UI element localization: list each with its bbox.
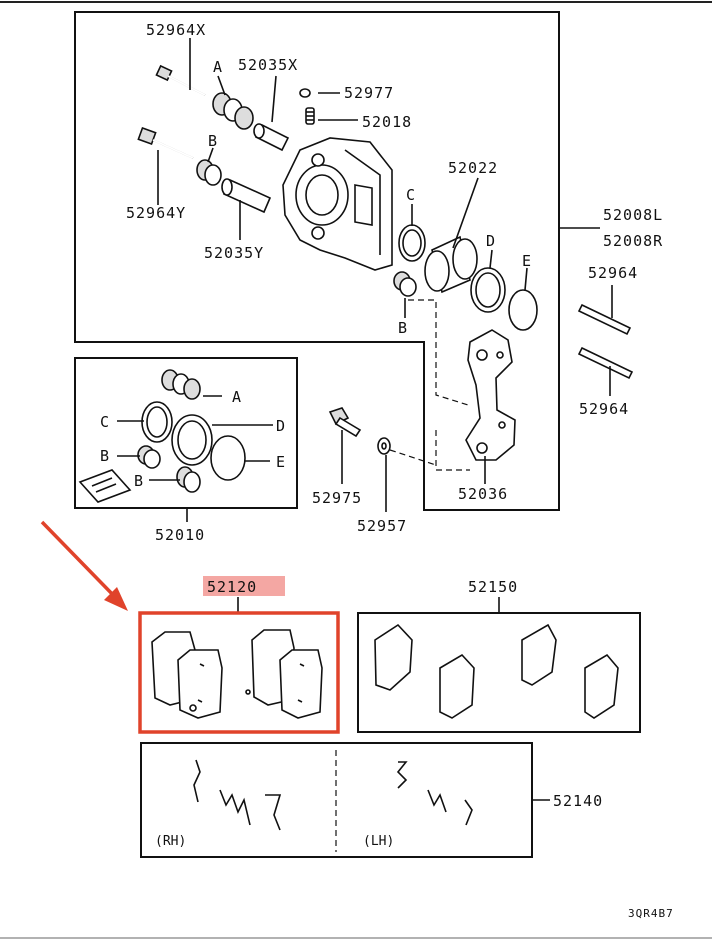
label-lh: (LH) [363,834,394,849]
boot-d [470,267,506,313]
bracket-52036 [465,329,516,461]
washer-52957 [377,437,391,455]
label-b-kit-2: B [134,472,144,490]
seal-kit-box [74,357,298,509]
boot-a [212,92,254,130]
label-e-top: E [522,252,532,270]
label-c-top: C [406,186,416,204]
pins-52964 [577,303,634,380]
label-52977: 52977 [344,84,394,102]
label-e-kit: E [276,453,286,471]
sleeve-52035x [253,123,290,152]
label-d-top: D [486,232,496,250]
label-rh: (RH) [155,834,186,849]
label-52035x: 52035X [238,56,298,74]
label-52018: 52018 [362,113,412,131]
label-52140: 52140 [553,792,603,810]
leader-lines [117,38,613,522]
label-52035y: 52035Y [204,244,264,262]
label-52036: 52036 [458,485,508,503]
label-a-top: A [213,58,223,76]
part-52120-highlight [203,576,285,596]
label-52975: 52975 [312,489,362,507]
red-arrow-icon [40,520,128,611]
piston-52022 [424,235,478,294]
sleeve-52035y [221,178,272,214]
label-d-kit: D [276,417,286,435]
diagram-code: 3QR4B7 [628,907,674,920]
boot-b [196,159,222,186]
label-b-lower: B [398,319,408,337]
seal-c [398,224,426,262]
springs-52140 [193,759,473,831]
label-52010: 52010 [155,526,205,544]
label-52008r: 52008R [603,232,663,250]
boot-b-lower [393,271,417,297]
bolt-52964x [155,64,206,96]
caliper-body [282,137,393,271]
label-a-kit: A [232,388,242,406]
label-b-top: B [208,132,218,150]
brake-pads-52120 [151,629,323,719]
caliper-assembly-box [74,11,560,511]
label-52150: 52150 [468,578,518,596]
brake-pad-box[interactable] [138,611,340,734]
label-52008l: 52008L [603,206,663,224]
label-52964x: 52964X [146,21,206,39]
bolt-52975 [328,407,362,438]
ring-e [508,289,538,331]
label-52957: 52957 [357,517,407,535]
label-52964y: 52964Y [126,204,186,222]
label-c-kit: C [100,413,110,431]
label-b-kit-1: B [100,447,110,465]
seal-kit-parts [78,369,246,503]
bleeder-cap [299,88,315,125]
shims-52150 [374,623,619,719]
label-52022: 52022 [448,159,498,177]
label-52964-b: 52964 [579,400,629,418]
bolt-52964y [137,126,194,159]
label-52964-a: 52964 [588,264,638,282]
shim-box [357,612,641,733]
label-52120: 52120 [207,578,257,596]
